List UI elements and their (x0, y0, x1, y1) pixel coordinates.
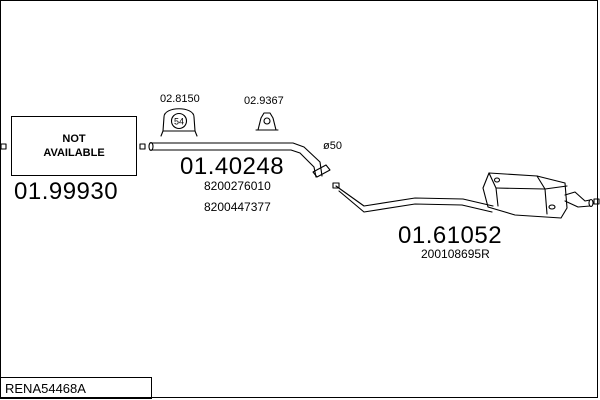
connector-na-right (139, 143, 146, 150)
rear-oem-number: 200108695R (421, 247, 490, 261)
middle-oem-number-2: 8200447377 (204, 200, 271, 214)
connector-right (593, 198, 600, 205)
rubber-mount (255, 112, 279, 131)
connector-left (0, 143, 7, 150)
rear-section-part-number: 01.61052 (398, 222, 503, 249)
not-available-line1: NOT (62, 133, 86, 145)
rear-pipe (332, 182, 494, 213)
front-section-part-number: 01.99930 (14, 178, 119, 205)
reference-box: RENA54468A (0, 377, 152, 399)
rear-muffler (482, 172, 594, 219)
diameter-label: ø50 (323, 140, 342, 152)
middle-section-part-number: 01.40248 (180, 153, 285, 180)
clamp-part-number: 02.8150 (160, 93, 200, 105)
not-available-box: NOT AVAILABLE (11, 116, 137, 176)
middle-oem-number-1: 8200276010 (204, 179, 271, 193)
exhaust-clamp (160, 108, 198, 137)
rubber-mount-part-number: 02.9367 (244, 95, 284, 107)
clamp-size-label: 54 (174, 117, 184, 127)
reference-code: RENA54468A (5, 380, 86, 396)
middle-pipe (148, 141, 331, 178)
not-available-line2: AVAILABLE (43, 147, 105, 159)
